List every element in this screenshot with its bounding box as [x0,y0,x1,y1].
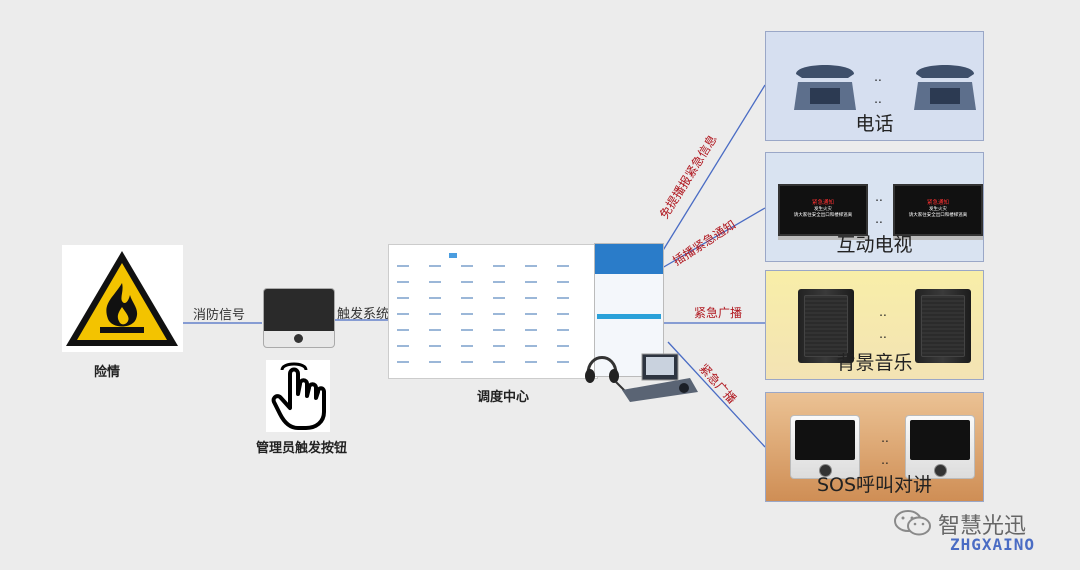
trigger-panel [263,288,335,348]
tv-dots: .... [872,186,886,230]
admin-trigger-label: 管理员触发按钮 [256,437,347,456]
phone-dots: .... [871,66,885,110]
hazard-sign [62,245,183,352]
admin-trigger-button[interactable] [266,360,330,432]
device-box-music: .... 背景音乐 [765,270,984,380]
edge-label-trigger-system: 触发系统 [337,303,389,322]
device-box-tv: 紧急通知 发生火灾 请大家往安全出口和楼梯逃离 紧急通知 发生火灾 请大家往安全… [765,152,984,262]
music-dots: .... [876,301,890,345]
dispatch-grid [389,245,595,376]
device-title-tv: 互动电视 [766,230,983,257]
device-title-phone: 电话 [766,109,983,136]
dispatch-software-screen [388,244,598,379]
device-box-phone: .... 电话 [765,31,984,141]
panel-header [595,244,663,274]
desk-console-headset [582,344,702,404]
hazard-label: 险情 [94,361,120,380]
device-title-sos: SOS呼叫对讲 [766,470,983,497]
dispatch-center-label: 调度中心 [477,386,529,405]
panel-keypad-bar [597,314,661,319]
desk-phone-icon [912,60,978,112]
sos-dots: .... [878,427,892,471]
edge-label-to-music: 紧急广播 [694,304,742,321]
tv-screen: 紧急通知 发生火灾 请大家往安全出口和楼梯逃离 [778,184,868,236]
device-title-music: 背景音乐 [766,348,983,375]
desk-phone-icon [792,60,858,112]
device-box-sos: .... SOS呼叫对讲 [765,392,984,502]
wechat-icon [893,508,933,538]
edge-label-fire-signal: 消防信号 [193,304,245,323]
watermark-en: ZHGXAINO [950,535,1035,554]
tv-screen: 紧急通知 发生火灾 请大家往安全出口和楼梯逃离 [893,184,983,236]
hand-pointer-icon [266,360,330,432]
panel-button [294,334,303,343]
fire-warning-icon [62,245,183,352]
